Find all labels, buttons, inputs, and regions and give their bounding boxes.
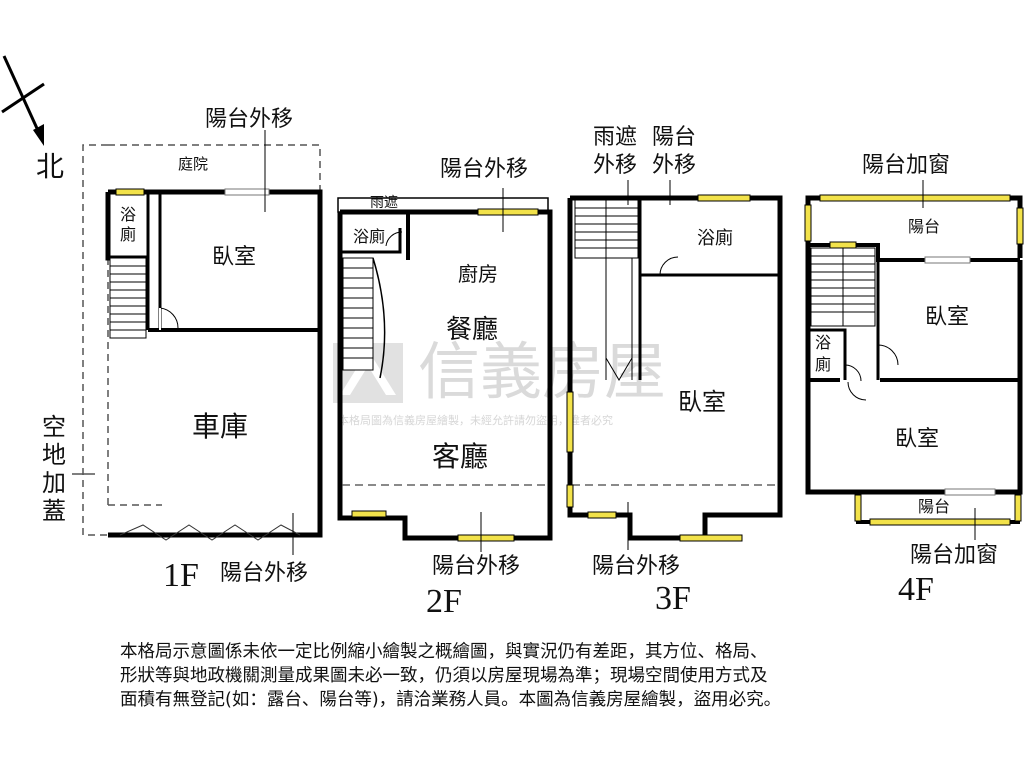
floor-label-1f: 1F [163,557,199,594]
balcony-moved-label-top: 陽台外移 [205,107,293,132]
bath-label: 浴廁 [697,227,733,249]
window-icon [457,534,515,542]
window-icon [566,484,574,508]
garage-door-icon [119,524,301,541]
disclaimer-line: 本格局示意圖係未依一定比例縮小繪製之概繪圖，與實況仍有差距，其方位、格局、 [120,642,768,662]
disclaimer-line: 面積有無登記(如：露台、陽台等)，請洽業務人員。本圖為信義房屋繪製，盜用必究。 [120,690,782,710]
balcony-moved-label-top: 陽台 外移 [652,125,703,178]
watermark-notice: 本格局圖為信義房屋繪製，未經允許請勿盜用，違者必究 [338,413,613,427]
floor-plan-diagram: 信義房屋 本格局圖為信義房屋繪製，未經允許請勿盜用，違者必究 北 [1,55,1024,620]
balcony-moved-label-top: 陽台外移 [440,157,528,182]
door-icon [385,231,403,247]
sliding-door-icon [924,256,971,264]
stairs-icon [109,257,147,339]
window-icon [566,391,574,453]
stairs-icon [574,199,639,381]
door-icon [844,364,862,382]
window-icon [1016,207,1024,245]
door-icon [847,381,867,401]
window-icon [829,241,857,249]
bath-label: 浴 廁 [120,205,141,244]
floor-3f: 浴廁 臥室 雨遮 外移 陽台 外移 陽台外移 3F [566,125,783,617]
north-label: 北 [36,150,64,183]
floor-label-3f: 3F [655,580,691,617]
upper-bedroom-label: 臥室 [925,305,969,330]
canopy-moved-label: 雨遮 外移 [593,125,644,178]
bath-label: 浴 廁 [815,333,836,374]
bedroom-label: 臥室 [678,388,726,416]
window-icon [697,194,751,202]
compass: 北 [1,55,64,183]
window-icon [587,511,617,519]
bedroom-label: 臥室 [212,245,256,270]
disclaimer-line: 形狀等與地政機關測量成果圖未必一致，仍須以房屋現場為準；現場空間使用方式及 [120,666,768,686]
disclaimer-text: 本格局示意圖係未依一定比例縮小繪製之概繪圖，與實況仍有差距，其方位、格局、 形狀… [120,640,920,712]
stairs-icon [342,257,386,379]
sliding-door-icon [224,188,270,196]
living-label: 客廳 [432,440,488,473]
sliding-door-icon [944,488,996,496]
dining-label: 餐廳 [446,315,498,345]
bath-label: 浴廁 [353,227,385,246]
window-icon [819,194,1011,202]
window-icon [869,518,1011,526]
window-icon [854,494,862,522]
window-icon [679,534,743,542]
garage-label: 車庫 [192,410,248,443]
canopy-label: 雨遮 [370,195,398,211]
bottom-balcony-label: 陽台 [918,497,950,516]
open-space-label: 空 地 加 蓋 [42,413,74,525]
north-arrow-icon [2,55,42,136]
courtyard-label: 庭院 [178,155,208,173]
lower-bedroom-label: 臥室 [895,427,939,452]
window-icon [477,208,539,216]
window-icon [804,204,812,242]
window-added-label-bottom: 陽台加窗 [910,543,998,568]
window-icon [351,510,387,518]
balcony-moved-label-bottom: 陽台外移 [220,561,308,586]
floor-2f: 雨遮 浴廁 廚房 餐廳 客廳 陽台外移 陽台外移 2F [337,157,553,620]
floor-label-4f: 4F [898,571,934,608]
floor-label-2f: 2F [426,583,462,620]
door-icon [877,344,899,366]
floor-1f: 庭院 浴 廁 臥室 車庫 空 地 加 蓋 陽台外移 陽台外移 1F [42,107,323,594]
stairs-icon [810,247,876,327]
watermark: 信義房屋 本格局圖為信義房屋繪製，未經允許請勿盜用，違者必究 [333,335,666,427]
kitchen-label: 廚房 [458,262,498,286]
window-icon [115,188,145,196]
window-icon [1014,494,1022,522]
balcony-moved-label-bottom: 陽台外移 [592,554,680,579]
floor-4f: 陽台 臥室 浴 廁 臥室 陽台 陽台加窗 陽台加窗 4F [804,153,1024,608]
window-added-label-top: 陽台加窗 [862,153,950,178]
balcony-moved-label-bottom: 陽台外移 [432,554,520,579]
door-icon [659,256,679,276]
top-balcony-label: 陽台 [908,217,940,236]
door-icon [159,307,179,329]
watermark-brand: 信義房屋 [418,335,666,408]
